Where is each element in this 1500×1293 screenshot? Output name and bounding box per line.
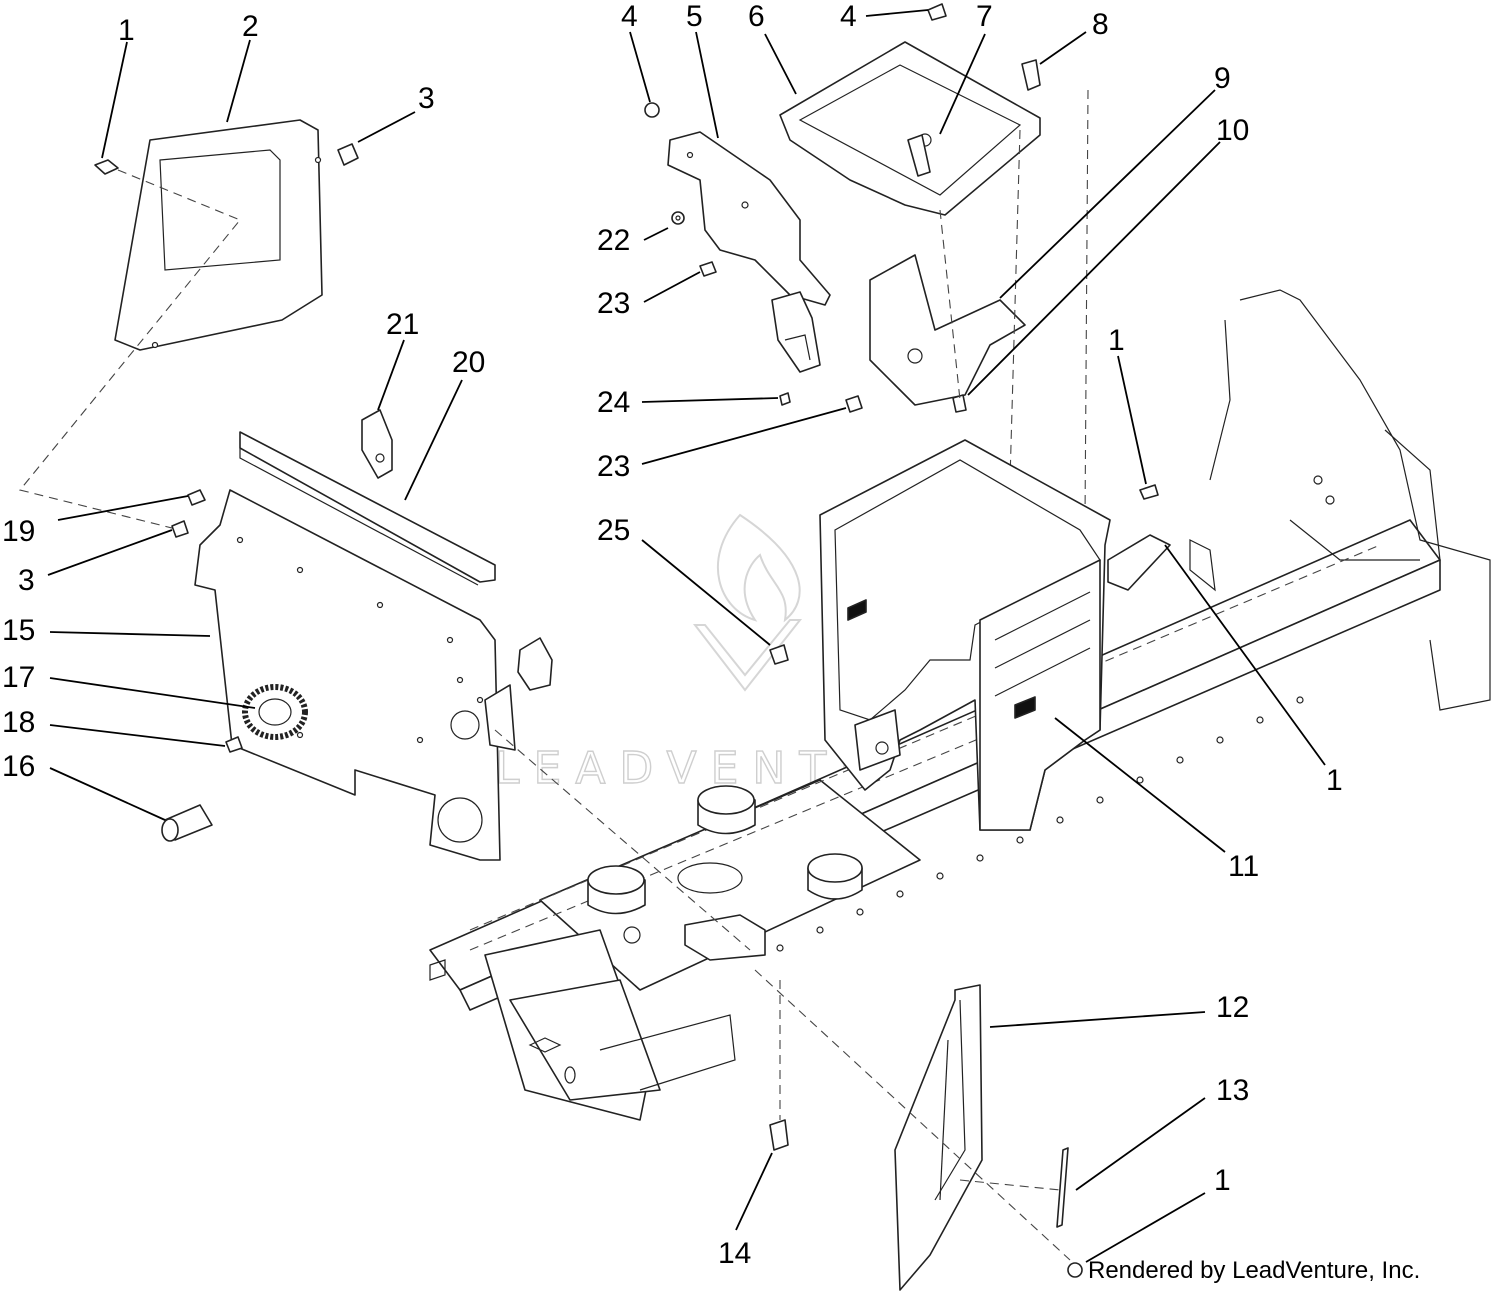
part-16-plug (161, 804, 213, 842)
callout-4b: 4 (840, 0, 857, 33)
callout-23b: 23 (597, 450, 630, 483)
part-25-bolt (769, 644, 789, 665)
callout-1b: 1 (1108, 324, 1125, 357)
callout-4a: 4 (621, 0, 638, 33)
callout-22: 22 (597, 224, 630, 257)
render-credit: Rendered by LeadVenture, Inc. (1088, 1257, 1420, 1284)
main-frame (429, 289, 1491, 1121)
callout-14: 14 (718, 1237, 751, 1270)
part-19-bolt (187, 489, 206, 506)
part-23-nut-top (699, 261, 717, 277)
callout-13: 13 (1216, 1074, 1249, 1107)
part-17-coil (242, 684, 308, 740)
callout-2: 2 (242, 10, 259, 43)
part-4-knob-right (927, 3, 947, 21)
panel-holes (236, 536, 484, 744)
part-13-trim-strip (1056, 1147, 1069, 1228)
part-5-mounting-plate (667, 131, 831, 306)
callout-3a: 3 (418, 82, 435, 115)
bracket-right (517, 637, 553, 691)
callout-1c: 1 (1326, 764, 1343, 797)
part-18-bolt (225, 736, 243, 753)
callout-3b: 3 (18, 564, 35, 597)
callout-6: 6 (748, 0, 765, 33)
part-3-clip-left (171, 520, 189, 538)
part-11-console (819, 439, 1111, 831)
leader-lines (47, 9, 1326, 1263)
callout-21: 21 (386, 308, 419, 341)
part-21-bracket (361, 409, 393, 479)
callout-1a: 1 (118, 14, 135, 47)
part-14-clip (769, 1119, 789, 1151)
part-1-cable-clip (1107, 534, 1171, 591)
part-1-screw-bottom (1067, 1262, 1083, 1278)
part-1-screw-right (1139, 484, 1159, 500)
fastener-screw-1-top-left (94, 159, 119, 175)
part-22-washer (671, 211, 685, 225)
part-24-switch (771, 291, 821, 406)
part-20-channel (239, 431, 496, 586)
callout-7: 7 (976, 0, 993, 33)
part-8-clip (1021, 59, 1041, 91)
callout-24: 24 (597, 386, 630, 419)
callout-20: 20 (452, 346, 485, 379)
callout-18: 18 (2, 706, 35, 739)
part-9-bracket (869, 254, 1026, 406)
part-2-side-cover (114, 119, 323, 351)
part-23-nut-mid (845, 395, 863, 413)
part-4-knob-left (644, 102, 660, 118)
callout-11: 11 (1228, 850, 1259, 883)
callout-10: 10 (1216, 114, 1249, 147)
watermark-flame-logo (692, 513, 803, 692)
callout-labels: 1 2 3 4 5 6 4 7 8 9 10 22 23 24 23 25 1 … (2, 0, 1343, 1270)
callout-23a: 23 (597, 287, 630, 320)
callout-1d: 1 (1214, 1164, 1231, 1197)
part-6-battery-tray (779, 41, 1041, 216)
part-12-side-panel (894, 984, 983, 1291)
callout-12: 12 (1216, 991, 1249, 1024)
callout-5: 5 (686, 0, 703, 33)
callout-8: 8 (1092, 8, 1109, 41)
callout-9: 9 (1214, 62, 1231, 95)
callout-25: 25 (597, 514, 630, 547)
callout-19: 19 (2, 515, 35, 548)
frame-holes (776, 475, 1335, 952)
part-15-rear-panel (194, 489, 516, 861)
callout-15: 15 (2, 614, 35, 647)
callout-16: 16 (2, 750, 35, 783)
engine-mount-bumpers (587, 785, 863, 961)
callout-17: 17 (2, 661, 35, 694)
fastener-clip-3-top (337, 143, 359, 166)
